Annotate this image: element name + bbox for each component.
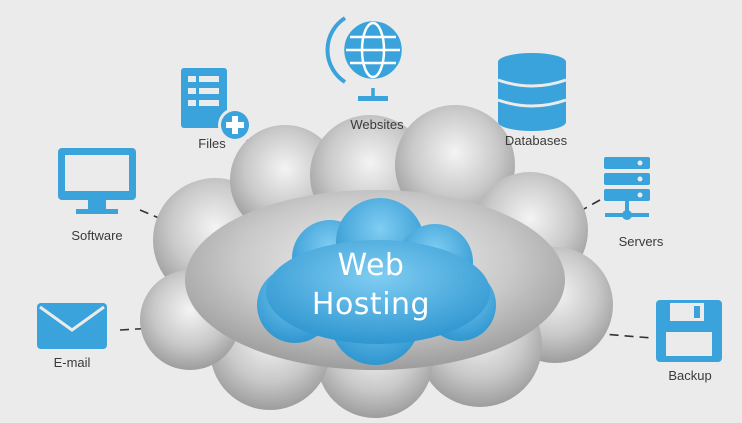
- monitor-icon: [58, 148, 136, 214]
- label-files: Files: [198, 136, 226, 151]
- label-email: E-mail: [53, 355, 91, 370]
- label-software: Software: [71, 228, 123, 243]
- file-add-icon: [181, 68, 252, 142]
- floppy-disk-icon: [656, 300, 722, 362]
- label-backup: Backup: [668, 368, 712, 383]
- globe-icon: [325, 16, 402, 101]
- center-cloud: [257, 198, 496, 365]
- center-title-line2: Hosting: [311, 287, 431, 322]
- label-websites: Websites: [350, 117, 404, 132]
- label-databases: Databases: [504, 133, 568, 148]
- server-icon: [604, 157, 650, 220]
- envelope-icon: [37, 303, 107, 349]
- label-servers: Servers: [618, 234, 664, 249]
- center-title-line1: Web: [337, 248, 405, 283]
- database-icon: [497, 53, 567, 131]
